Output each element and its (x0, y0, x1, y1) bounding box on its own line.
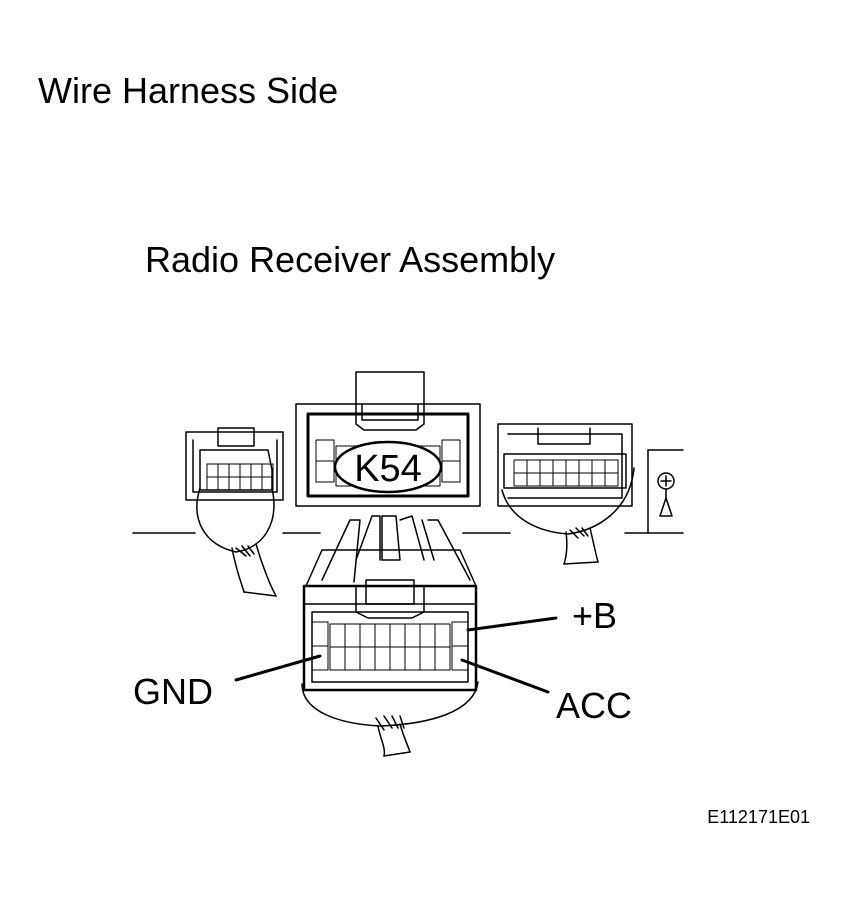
harness-connector (302, 516, 478, 756)
k54-receiver-socket (296, 372, 480, 506)
leader-gnd (236, 656, 320, 680)
terminal-label-acc: ACC (556, 685, 633, 726)
terminal-label-plus-b: +B (572, 595, 618, 636)
terminal-label-gnd: GND (133, 671, 213, 712)
leader-acc (462, 660, 548, 692)
component-name: Radio Receiver Assembly (145, 239, 556, 280)
ground-mark (648, 450, 683, 533)
leader-plus-b (468, 618, 556, 630)
leader-lines (236, 618, 556, 692)
right-receiver-connector (498, 424, 634, 564)
diagram-title: Wire Harness Side (38, 70, 339, 111)
figure-code: E112171E01 (707, 807, 810, 827)
connector-id-label: K54 (354, 448, 422, 490)
left-receiver-connector (186, 428, 283, 596)
